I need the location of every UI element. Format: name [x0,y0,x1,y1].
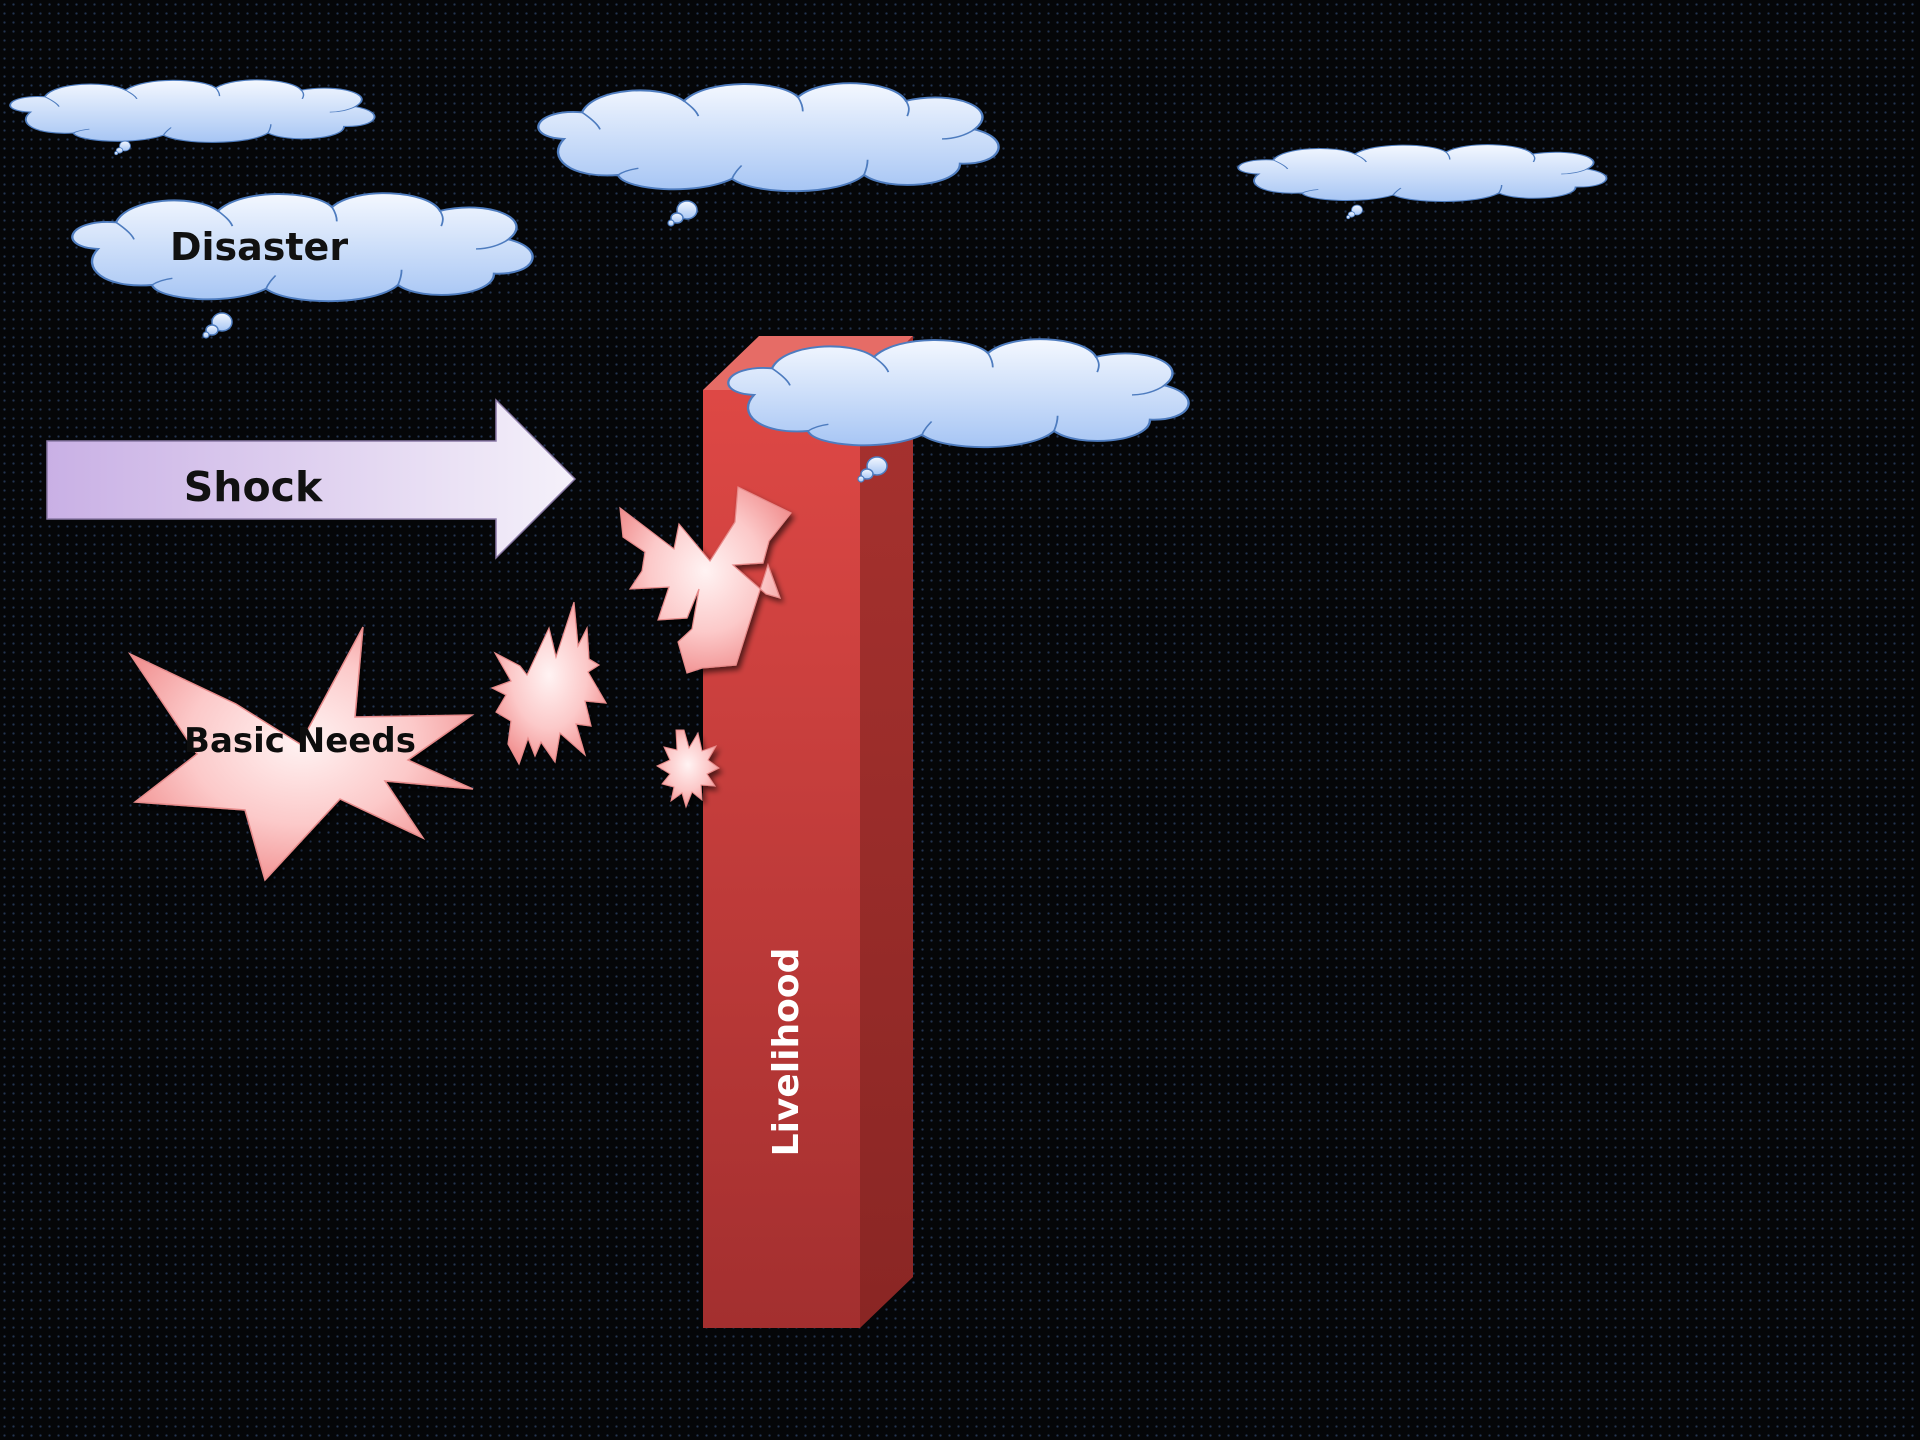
pillar-side-face [860,336,913,1328]
livelihood-label: Livelihood [766,948,807,1157]
burst-large: Basic Needs [130,627,473,880]
shock-arrow: Shock [47,400,575,558]
cloud-top-center [538,83,998,226]
shock-label: Shock [184,463,324,511]
disaster-label: Disaster [170,225,348,269]
burst-medium [492,602,606,764]
basic-needs-label: Basic Needs [184,721,416,761]
livelihood-pillar: Livelihood [703,336,913,1328]
pillar-front-face [703,390,860,1328]
disaster-cloud: Disaster [72,193,532,338]
cloud-top-left [10,80,374,155]
cloud-top-right [1238,145,1606,219]
